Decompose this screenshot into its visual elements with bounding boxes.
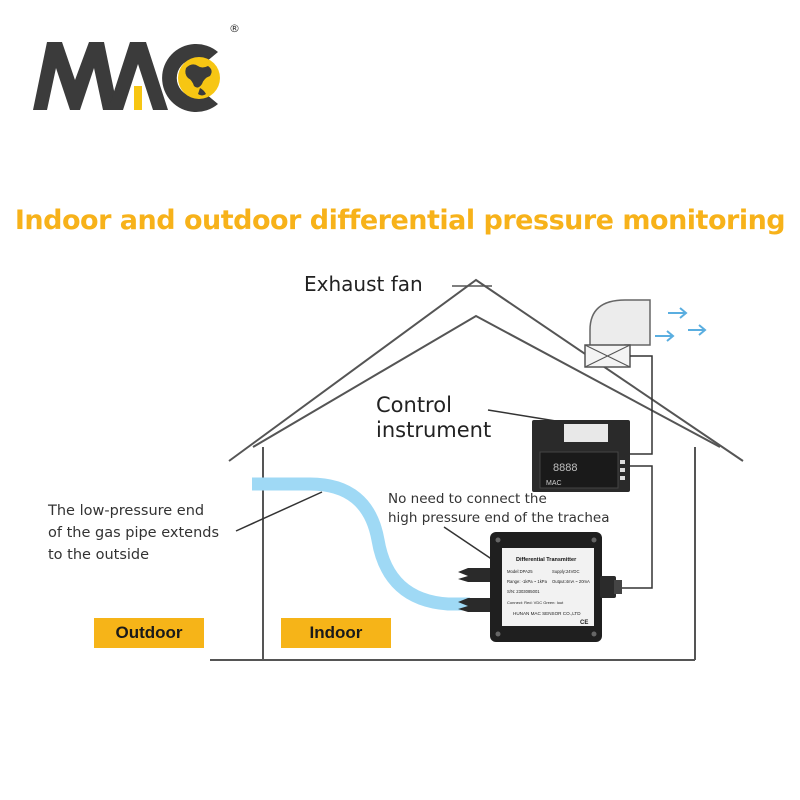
instrument-key-1 <box>620 460 625 464</box>
control-instrument-label-line-1: Control <box>376 393 452 417</box>
exhaust-duct <box>589 299 651 353</box>
exhaust-fan-label: Exhaust fan <box>304 272 423 296</box>
instrument-key-3 <box>620 476 625 480</box>
logo-globe-continents <box>185 64 212 96</box>
fan-cross-2 <box>584 344 631 368</box>
high-pressure-note: No need to connect the high pressure end… <box>388 490 609 528</box>
port-low-barb <box>458 598 490 612</box>
instrument-label-sticker <box>564 424 608 442</box>
instrument-face <box>539 451 619 489</box>
exhaust-fan <box>584 299 707 368</box>
logo-letter-m <box>33 42 118 110</box>
transmitter-output: Output:4mA ~ 20mA <box>552 579 590 584</box>
roof-outer <box>228 278 744 462</box>
low-pressure-leader <box>235 491 323 532</box>
wiring <box>235 355 653 589</box>
transmitter-label-panel <box>502 548 594 626</box>
instrument-display: 8888 <box>553 462 577 474</box>
low-pressure-note: The low-pressure end of the gas pipe ext… <box>48 500 219 566</box>
high-pressure-note-line-2: high pressure end of the trachea <box>388 510 610 526</box>
transmitter-supply: Supply:24VDC <box>552 569 579 574</box>
mac-logo <box>33 42 220 112</box>
transmitter-ce-mark: CE <box>580 620 588 626</box>
low-pressure-note-line-3: to the outside <box>48 547 150 563</box>
transmitter-screw-1 <box>495 537 501 543</box>
airflow-arrows <box>655 307 707 342</box>
registered-mark: ® <box>229 22 240 35</box>
roof-inner <box>252 314 721 448</box>
low-pressure-note-line-2: of the gas pipe extends <box>48 525 220 541</box>
control-instrument-device: 8888 MAC <box>532 420 630 492</box>
transmitter-title: Differential Transmitter <box>516 557 577 563</box>
control-instrument-label-line-2: instrument <box>376 418 492 442</box>
cable-gland-nut <box>614 580 622 594</box>
instrument-key-2 <box>620 468 625 472</box>
transmitter-connect: Connect: Red: VDC Green: Iout <box>507 600 564 605</box>
pressure-tube <box>252 477 470 611</box>
transmitter-screw-4 <box>591 631 597 637</box>
house-outline <box>210 278 744 661</box>
differential-transmitter: Differential Transmitter Model:DPA25 Sup… <box>458 532 622 642</box>
indoor-badge: Indoor <box>281 618 391 648</box>
instrument-brand: MAC <box>546 480 562 487</box>
cable-gland <box>600 576 616 598</box>
high-pressure-leader <box>443 526 497 563</box>
transmitter-serial: S/N: 2303085001 <box>507 589 540 594</box>
transmitter-range: Range: -1kPa ~ 1kPa <box>507 579 548 584</box>
airflow-arrow-2 <box>688 324 707 336</box>
airflow-arrow-1 <box>668 307 688 319</box>
transmitter-screw-2 <box>591 537 597 543</box>
wire-fan-to-instrument <box>628 355 653 455</box>
transmitter-screw-3 <box>495 631 501 637</box>
transmitter-model: Model:DPA25 <box>507 569 533 574</box>
logo-letter-a-bar <box>134 86 142 110</box>
control-instrument-label: Control instrument <box>376 393 491 443</box>
logo-letter-c <box>162 44 218 112</box>
transmitter-maker: HUNAN MAC SENSOR CO.,LTD <box>513 611 581 616</box>
port-high-barb <box>458 568 490 582</box>
low-pressure-note-line-1: The low-pressure end <box>48 503 205 519</box>
high-pressure-note-line-1: No need to connect the <box>388 491 547 507</box>
page-title: Indoor and outdoor differential pressure… <box>14 205 786 236</box>
airflow-arrow-3 <box>655 330 675 342</box>
outdoor-badge: Outdoor <box>94 618 204 648</box>
logo-letter-a <box>108 42 168 110</box>
wire-instrument-to-transmitter <box>600 465 653 589</box>
